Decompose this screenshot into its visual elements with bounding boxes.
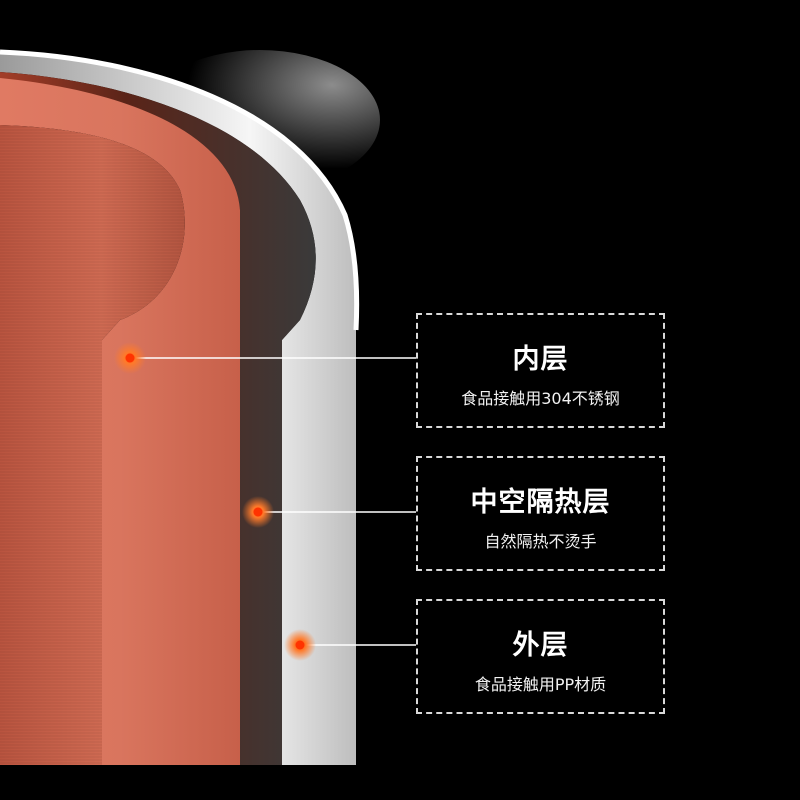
outer-layer-title: 外层: [512, 630, 569, 661]
shell-rim-highlight: [0, 49, 360, 331]
marker-dot-inner: [114, 342, 146, 374]
inner-wall: [0, 78, 240, 765]
marker-dot-outer: [284, 629, 316, 661]
middle-layer-subtitle: 自然隔热不烫手: [484, 532, 597, 551]
inner-layer-callout: 内层 食品接触用304不锈钢: [416, 313, 665, 428]
middle-layer-callout: 中空隔热层 自然隔热不烫手: [416, 456, 665, 571]
marker-dot-middle: [242, 496, 274, 528]
outer-layer-subtitle: 食品接触用PP材质: [474, 675, 607, 694]
brushed-texture: [0, 125, 185, 765]
middle-layer-title: 中空隔热层: [470, 487, 611, 518]
inner-layer-subtitle: 食品接触用304不锈钢: [461, 389, 620, 408]
hollow-insulation-layer: [0, 72, 316, 765]
outer-shell: [0, 52, 357, 765]
inner-layer-title: 内层: [512, 344, 569, 375]
outer-layer-callout: 外层 食品接触用PP材质: [416, 599, 665, 714]
